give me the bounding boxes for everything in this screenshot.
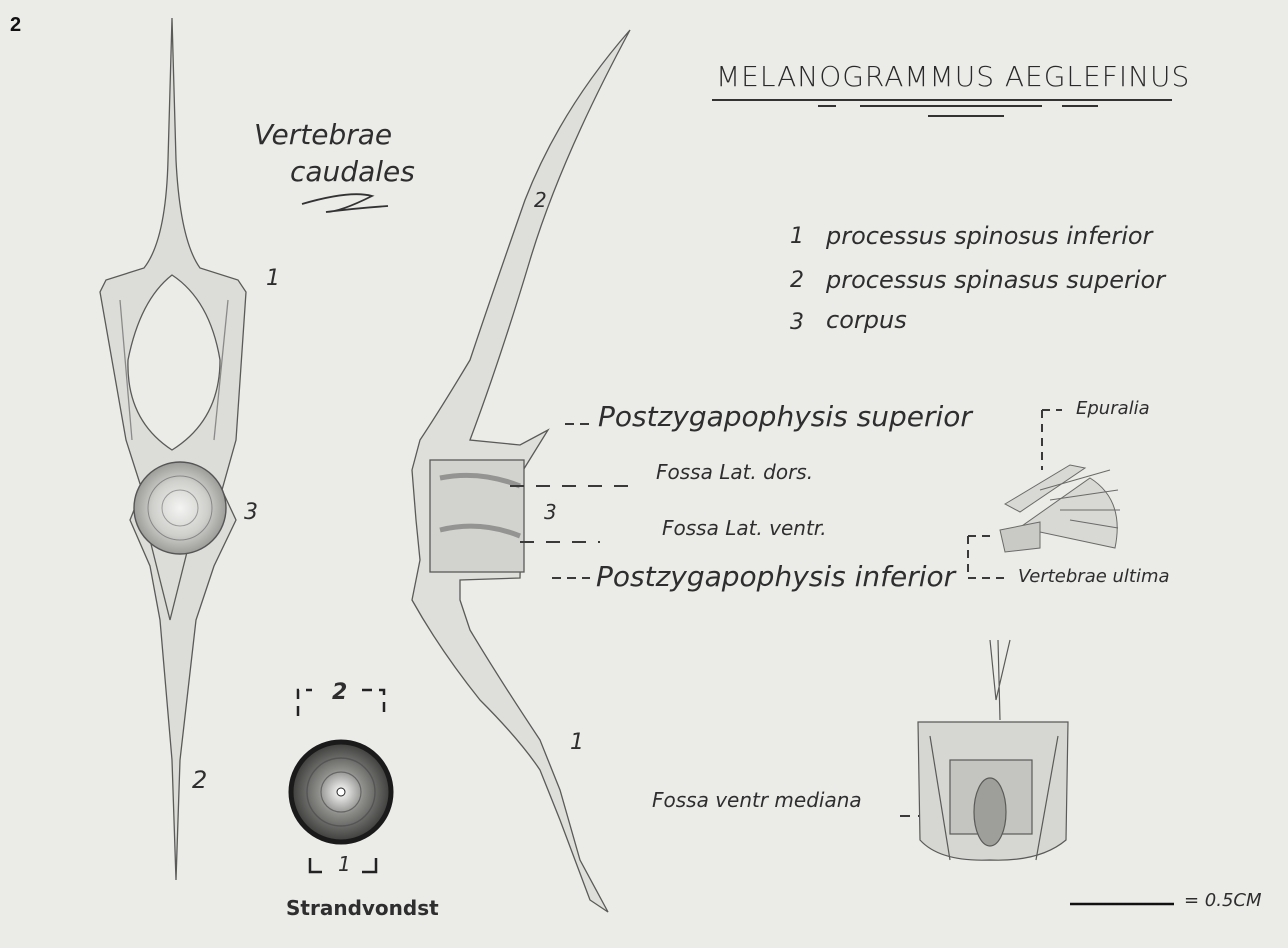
label-epuralia: Epuralia [1076,398,1150,419]
title-underline [712,100,1172,116]
front-label-top: 1 [266,266,280,291]
label-fossa-lat-dors: Fossa Lat. dors. [656,460,813,484]
legend-text-1: processus spinosus inferior [826,222,1152,250]
legend-text-2: processus spinasus superior [826,266,1165,294]
legend-text-3: corpus [826,306,907,334]
label-vertebrae-ultima: Vertebrae ultima [1018,566,1170,587]
figure-number: 2 [10,14,21,37]
ventral-view-drawing [918,640,1068,860]
label-postzygapophysis-inferior: Postzygapophysis inferior [596,560,955,593]
section-title-line2: caudales [290,155,415,188]
legend-num-3: 3 [790,310,804,335]
section-title-line1: Vertebrae [254,118,392,151]
side-label-top: 2 [534,188,547,212]
cross-section-caption: Strandvondst [286,896,439,920]
label-postzygapophysis-superior: Postzygapophysis superior [598,400,972,433]
side-label-corpus: 3 [544,500,557,524]
legend-num-1: 1 [790,224,804,249]
epuralia-drawing [1000,465,1120,552]
front-label-bottom: 2 [192,766,207,794]
cross-section-bottom-label: 1 [338,852,351,876]
legend-num-2: 2 [790,268,804,293]
scale-label: = 0.5CM [1184,890,1262,911]
page-title: MELANOGRAMMUS AEGLEFINUS [716,60,1190,93]
cross-section-top-label: 2 [332,680,347,705]
label-fossa-lat-ventr: Fossa Lat. ventr. [662,516,827,540]
section-title-flourish [302,194,388,212]
label-fossa-ventr-mediana: Fossa ventr mediana [652,788,862,812]
front-vertebra-drawing [100,18,246,880]
cross-section-drawing [291,690,391,872]
side-label-bottom: 1 [570,730,584,755]
front-label-corpus: 3 [244,500,258,525]
side-vertebra-drawing [412,30,630,912]
